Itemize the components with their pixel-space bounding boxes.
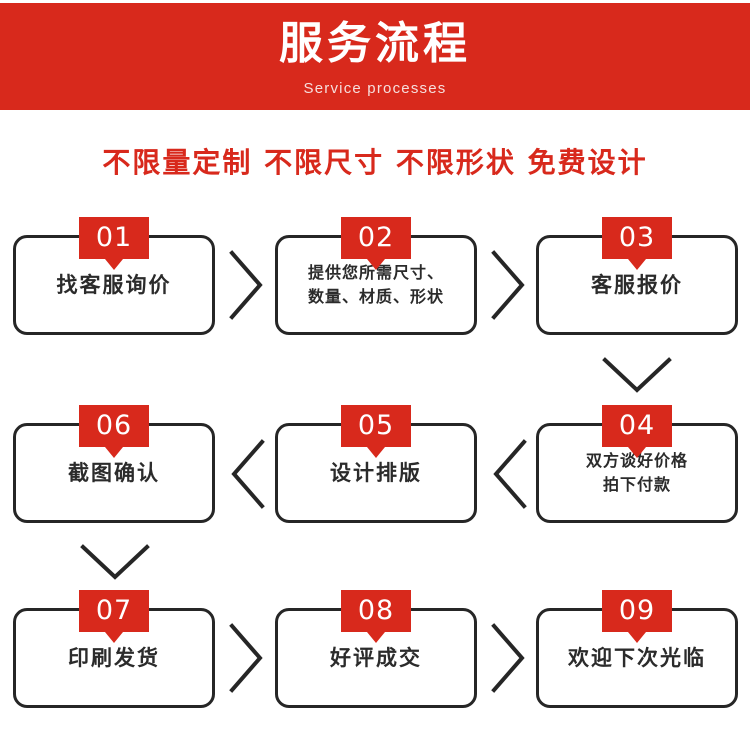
step-badge-04: 04 [602,405,672,458]
chevron-left-icon [227,437,267,511]
step-label-02: 提供您所需尺寸、 数量、材质、形状 [307,263,444,306]
chevron-left-icon [489,437,529,511]
step-card-05[interactable]: 05 设计排版 [275,405,477,523]
step-label-08: 好评成交 [330,646,422,670]
step-card-02[interactable]: 02 提供您所需尺寸、 数量、材质、形状 [275,217,477,335]
badge-pointer-icon [628,447,646,458]
page-subtitle: Service processes [303,80,447,97]
step-card-06[interactable]: 06 截图确认 [13,405,215,523]
tagline: 不限量定制 不限尺寸 不限形状 免费设计 [102,146,648,179]
chevron-right-icon [489,248,529,322]
badge-pointer-icon [367,632,385,643]
step-label-03: 客服报价 [591,273,683,297]
step-number-06: 06 [95,410,133,441]
step-badge-07: 07 [79,590,149,643]
step-badge-01: 01 [79,217,149,270]
step-label-07: 印刷发货 [68,646,160,670]
chevron-right-icon [227,248,267,322]
step-label-06: 截图确认 [68,461,160,485]
chevron-right-icon [489,621,529,695]
step-badge-09: 09 [602,590,672,643]
badge-pointer-icon [628,259,646,270]
step-badge-05: 05 [341,405,411,458]
step-card-04[interactable]: 04 双方谈好价格 拍下付款 [536,405,738,523]
badge-pointer-icon [367,259,385,270]
step-number-04: 04 [618,410,656,441]
chevron-down-icon [78,542,152,586]
header-banner: 服务流程 Service processes [0,3,750,110]
step-card-08[interactable]: 08 好评成交 [275,590,477,708]
step-badge-03: 03 [602,217,672,270]
step-number-03: 03 [618,222,656,253]
step-badge-06: 06 [79,405,149,458]
step-number-08: 08 [357,595,395,626]
step-card-09[interactable]: 09 欢迎下次光临 [536,590,738,708]
step-badge-02: 02 [341,217,411,270]
step-number-07: 07 [95,595,133,626]
badge-pointer-icon [628,632,646,643]
step-label-01: 找客服询价 [56,273,172,297]
step-number-02: 02 [357,222,395,253]
step-label-05: 设计排版 [330,461,422,485]
step-card-01[interactable]: 01 找客服询价 [13,217,215,335]
step-card-03[interactable]: 03 客服报价 [536,217,738,335]
step-label-09: 欢迎下次光临 [568,646,706,670]
badge-pointer-icon [105,259,123,270]
step-number-09: 09 [618,595,656,626]
step-number-05: 05 [357,410,395,441]
step-label-04: 双方谈好价格 拍下付款 [585,451,688,494]
step-card-07[interactable]: 07 印刷发货 [13,590,215,708]
page-title: 服务流程 [279,18,471,69]
badge-pointer-icon [105,447,123,458]
step-number-01: 01 [95,222,133,253]
badge-pointer-icon [367,447,385,458]
step-badge-08: 08 [341,590,411,643]
chevron-down-icon [600,355,674,399]
chevron-right-icon [227,621,267,695]
badge-pointer-icon [105,632,123,643]
